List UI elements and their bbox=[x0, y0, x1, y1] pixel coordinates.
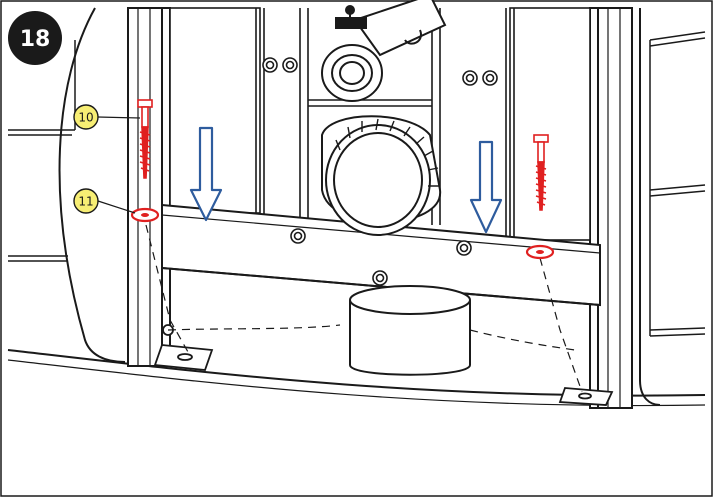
water-inlet-pipe bbox=[321, 0, 447, 102]
callout-screw: 10 bbox=[73, 104, 99, 130]
down-arrow-icon bbox=[469, 140, 503, 234]
down-arrow-icon bbox=[189, 126, 223, 222]
step-badge: 18 bbox=[8, 11, 62, 65]
frame-upright-left bbox=[127, 7, 171, 367]
foot-bracket-left bbox=[153, 324, 214, 371]
panel-holes bbox=[262, 57, 498, 86]
drywall-curve-left bbox=[58, 7, 126, 363]
drain-bend bbox=[321, 115, 442, 236]
step-number: 18 bbox=[20, 27, 51, 52]
washer-icon bbox=[525, 244, 555, 260]
fixing-guides bbox=[145, 224, 583, 393]
beam-holes bbox=[290, 228, 472, 286]
screw-icon bbox=[137, 99, 153, 179]
callout-washer: 11 bbox=[73, 188, 99, 214]
drywall-curve-right bbox=[638, 7, 661, 406]
callout-washer-label: 11 bbox=[78, 195, 93, 209]
washer-icon bbox=[130, 207, 160, 223]
wall-tiles-right bbox=[649, 31, 706, 337]
callout-leaders bbox=[97, 116, 141, 214]
callout-screw-label: 10 bbox=[78, 111, 93, 125]
drain-pipe-lower bbox=[349, 285, 471, 376]
frame-upright-right bbox=[589, 7, 633, 409]
floor-line-inner bbox=[7, 359, 706, 407]
foot-bracket-right bbox=[558, 387, 614, 406]
screw-icon bbox=[533, 134, 549, 211]
